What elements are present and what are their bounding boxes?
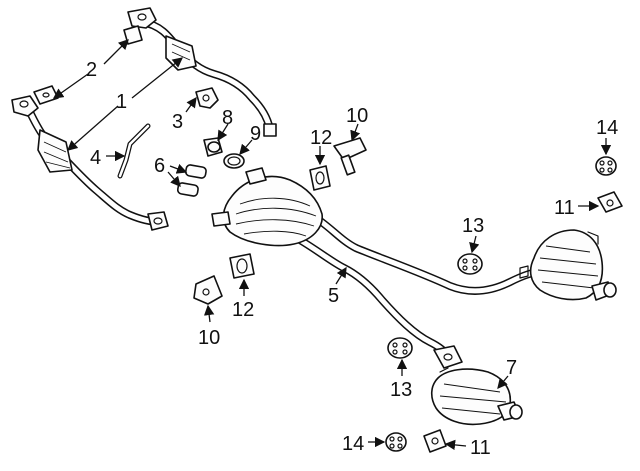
round-isolator-part-14-lower: [385, 432, 407, 452]
callout-labels: 1 2 3 4 5 6 7 8 9 10 10 11 11 12 12 13 1…: [86, 59, 618, 459]
hanger-rod-part-4: [117, 123, 151, 179]
intermediate-pipe-resonator-part-5: [211, 167, 552, 369]
callout-5: 5: [328, 285, 339, 307]
leader-2-upper: [103, 39, 129, 65]
front-exhaust-pipe-part: [11, 7, 277, 231]
callout-10-upper: 10: [346, 105, 368, 127]
callout-13-upper: 13: [462, 215, 484, 237]
leader-1-upper: [131, 57, 184, 99]
callout-13-lower: 13: [390, 379, 412, 401]
callout-11-upper: 11: [554, 197, 575, 219]
leader-6-lower: [167, 171, 181, 187]
bracket-part-10-upper: [333, 137, 367, 176]
callout-2: 2: [86, 59, 97, 81]
hanger-part-11-upper: [597, 191, 623, 213]
callout-4: 4: [90, 147, 101, 169]
rear-muffler-upper: [529, 229, 617, 301]
callout-14-upper: 14: [596, 117, 618, 139]
hanger-part-11-lower: [423, 429, 447, 453]
leader-5: [335, 266, 347, 285]
callout-12-upper: 12: [310, 127, 332, 149]
callout-11-lower: 11: [470, 437, 491, 459]
callout-12-lower: 12: [232, 299, 254, 321]
callout-8: 8: [222, 107, 233, 129]
leader-8: [217, 123, 229, 142]
callout-14-lower: 14: [342, 433, 364, 455]
leader-11-lower: [444, 439, 467, 451]
ring-gasket-part-9: [223, 153, 245, 169]
callout-6: 6: [154, 155, 165, 177]
leader-9: [239, 139, 253, 155]
leader-10-lower: [203, 304, 215, 323]
round-isolator-part-14-upper: [595, 156, 617, 176]
callout-10-lower: 10: [198, 327, 220, 349]
callout-1: 1: [116, 91, 127, 113]
grommet-part-8: [203, 137, 223, 157]
isolator-pin-part-6: [176, 164, 207, 197]
leader-2-lower: [52, 73, 89, 99]
isolator-block-part-12-lower: [229, 253, 255, 279]
leader-10-upper: [350, 123, 361, 142]
leader-7: [497, 375, 509, 389]
leader-1-lower: [67, 105, 119, 151]
leader-3: [185, 96, 197, 113]
callout-3: 3: [172, 111, 183, 133]
leader-lines: [52, 39, 612, 451]
leader-13-upper: [469, 235, 480, 254]
isolator-block-part-12-upper: [309, 165, 331, 191]
round-isolator-part-13-lower: [387, 337, 413, 359]
bracket-part-10-lower: [193, 275, 223, 305]
rear-muffler-part-7: [430, 367, 523, 426]
callout-9: 9: [250, 123, 261, 145]
bracket-part-3: [195, 87, 219, 109]
leader-6-upper: [169, 163, 188, 174]
round-isolator-part-13-upper: [457, 253, 483, 275]
callout-7: 7: [506, 357, 517, 379]
